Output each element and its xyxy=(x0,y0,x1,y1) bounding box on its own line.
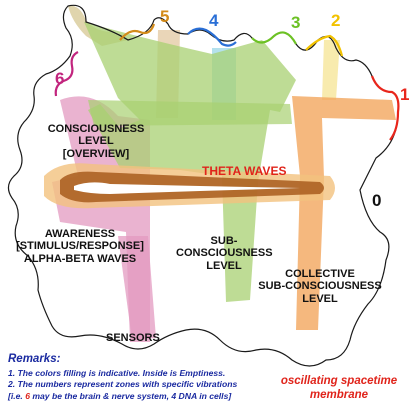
sub-line-1: SUB- xyxy=(210,235,238,247)
remarks-title: Remarks: xyxy=(8,353,61,365)
oscillating-membrane-label: oscillating spacetime membrane xyxy=(276,375,402,403)
collective-line-2: SUB-CONSCIOUSNESS xyxy=(258,280,382,293)
consciousness-level-label: CONSCIOUSNESS LEVEL [OVERVIEW] xyxy=(28,123,164,160)
zone-number-2: 2 xyxy=(331,11,341,30)
awareness-line-1: AWARENESS xyxy=(44,228,116,240)
consciousness-line-2: LEVEL xyxy=(78,135,114,148)
zone-number-3: 3 xyxy=(291,13,301,32)
zone-number-5: 5 xyxy=(160,7,170,26)
yellow-band-2 xyxy=(322,40,340,100)
collective-label: COLLECTIVE SUB-CONSCIOUSNESS LEVEL xyxy=(256,268,384,305)
zone-squiggle-1 xyxy=(370,75,400,141)
sensors-label: SENSORS xyxy=(106,332,160,344)
zone-squiggle-2 xyxy=(305,34,344,57)
membrane-line-2: membrane xyxy=(309,388,369,401)
zone-squiggle-6 xyxy=(54,51,79,97)
collective-line-3: LEVEL xyxy=(302,292,338,305)
consciousness-line-3: [OVERVIEW] xyxy=(62,147,130,160)
zone-number-4: 4 xyxy=(209,11,219,30)
collective-line-1: COLLECTIVE xyxy=(285,268,355,280)
sub-line-2: CONSCIOUSNESS xyxy=(176,247,273,260)
membrane-outline xyxy=(7,4,399,367)
pink-lower-band xyxy=(118,236,156,340)
remarks-line-2: 2. The numbers represent zones with spec… xyxy=(8,379,238,390)
green-horizontal-band xyxy=(88,100,292,126)
remarks-six-highlight: 6 xyxy=(25,390,30,401)
zone-squiggle-3 xyxy=(251,31,297,45)
theta-waves-label: THETA WAVES xyxy=(202,164,287,178)
sub-consciousness-label: SUB- CONSCIOUSNESS LEVEL xyxy=(176,235,273,272)
green-band-3 xyxy=(84,22,296,302)
zone-squiggle-5 xyxy=(119,23,156,41)
remarks-line-3: [i.e. 6 may be the brain & nerve system,… xyxy=(8,391,237,403)
remarks-line-3-start: [i.e. xyxy=(8,390,26,401)
membrane-line-1: oscillating spacetime xyxy=(280,375,398,387)
awareness-label: AWARENESS [STIMULUS/RESPONSE] ALPHA-BETA… xyxy=(16,228,144,265)
awareness-line-3: ALPHA-BETA WAVES xyxy=(23,252,137,265)
remarks-block: Remarks: 1. The colors filling is indica… xyxy=(8,352,237,402)
sub-line-3: LEVEL xyxy=(206,259,242,272)
theta-emptiness-line xyxy=(74,182,300,194)
zone-squiggle-4 xyxy=(187,27,237,47)
remarks-line-3-end: may be the brain & nerve system, 4 DNA i… xyxy=(29,390,232,401)
remarks-line-1: 1. The colors filling is indicative. Ins… xyxy=(8,367,226,378)
orange-band-1 xyxy=(292,96,396,330)
awareness-line-2: [STIMULUS/RESPONSE] xyxy=(16,240,144,253)
zone-number-1: 1 xyxy=(400,85,410,104)
zone-number-6: 6 xyxy=(55,69,65,88)
consciousness-line-1: CONSCIOUSNESS xyxy=(47,123,145,135)
zero-label: 0 xyxy=(372,191,382,210)
